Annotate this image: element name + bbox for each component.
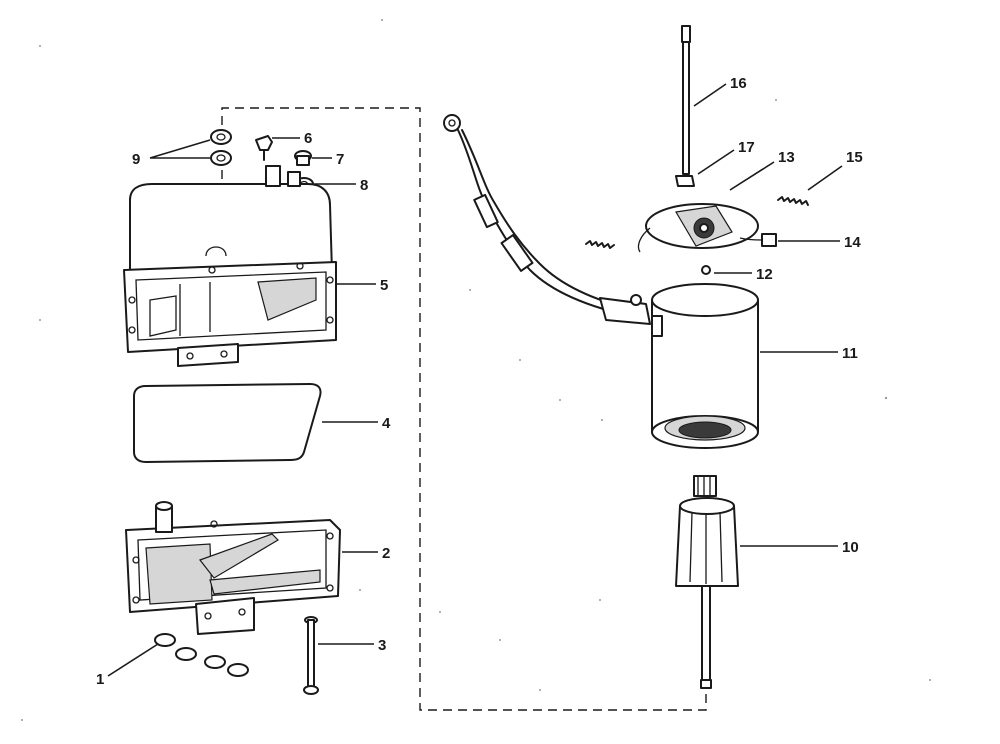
assembly-dashed-line [221, 107, 707, 711]
part-9-washer-upper [210, 129, 232, 145]
callout-2: 2 [382, 545, 390, 562]
callout-16: 16 [730, 75, 747, 92]
callout-9: 9 [132, 151, 140, 168]
part-14-connector [761, 233, 777, 247]
callout-1: 1 [96, 671, 104, 688]
callout-17: 17 [738, 139, 755, 156]
leader-16 [693, 83, 727, 107]
part-1-o-rings [154, 633, 249, 677]
part-12-ball [701, 265, 711, 275]
part-6-fitting [255, 135, 273, 161]
callout-12: 12 [756, 266, 773, 283]
part-2-base [125, 501, 341, 635]
leader-15 [807, 165, 843, 191]
part-9-washer-lower [210, 150, 232, 166]
callout-4: 4 [382, 415, 391, 432]
part-15-spring-second [585, 240, 615, 249]
leader-9 [149, 139, 211, 159]
callout-11: 11 [842, 345, 858, 362]
part-5-cover [123, 165, 337, 367]
part-4-gasket [133, 383, 322, 463]
callout-14: 14 [844, 234, 861, 251]
part-17-nut [675, 175, 695, 187]
leader-1 [107, 643, 159, 677]
scan-specks [21, 19, 931, 721]
part-3-bolt [303, 616, 319, 695]
part-7-plug [294, 150, 312, 166]
callout-6: 6 [304, 130, 312, 147]
callout-3: 3 [378, 637, 386, 654]
part-16-through-bolt [681, 25, 691, 175]
callout-5: 5 [380, 277, 388, 294]
callout-10: 10 [842, 539, 859, 556]
part-13-end-cap [637, 203, 763, 253]
part-15-spring [777, 196, 809, 206]
cable-harness [443, 114, 651, 325]
part-11-motor-housing [651, 283, 759, 449]
leader-13 [729, 161, 775, 191]
callout-7: 7 [336, 151, 344, 168]
leader-17 [697, 149, 735, 175]
callout-8: 8 [360, 177, 368, 194]
part-10-armature [675, 475, 739, 689]
callout-13: 13 [778, 149, 795, 166]
callout-15: 15 [846, 149, 863, 166]
